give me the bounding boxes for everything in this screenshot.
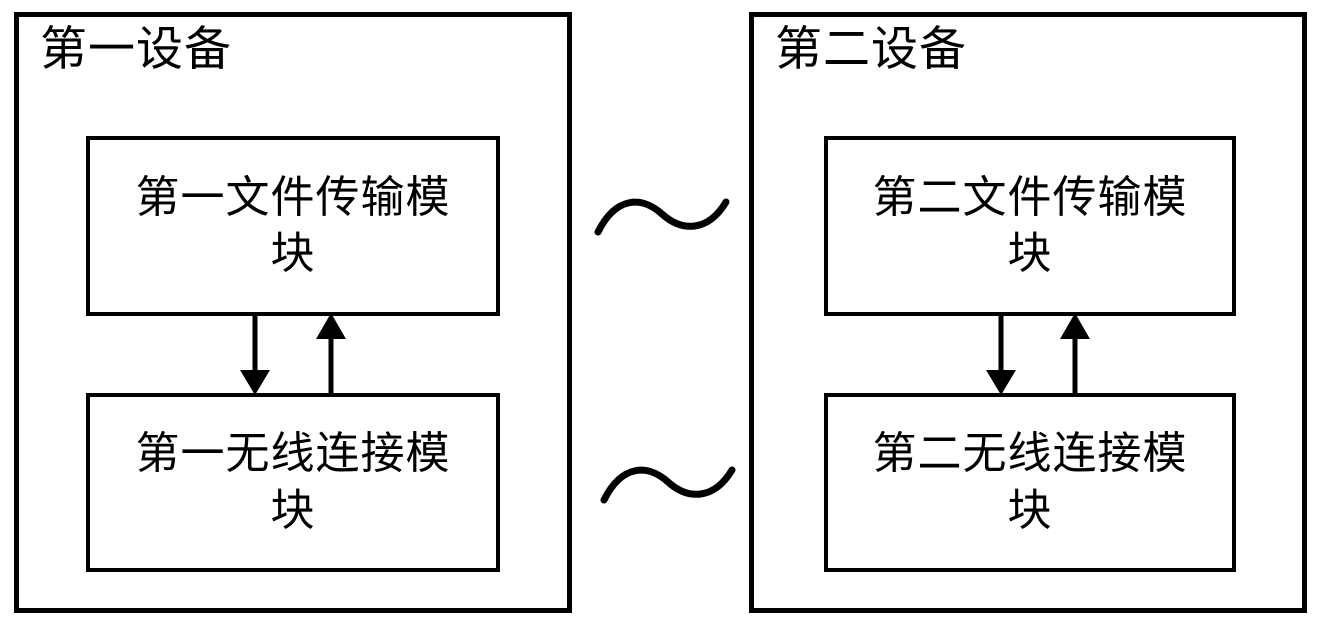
module-box-first-wireless-connection: 第一无线连接模块 (86, 393, 500, 572)
connector-first-uplink (316, 313, 346, 395)
module-label-second-wireless-connection: 第二无线连接模块 (872, 428, 1188, 536)
module-box-second-file-transfer: 第二文件传输模块 (824, 136, 1236, 316)
wireless-wave-icon-upper (594, 198, 730, 236)
connector-second-downlink (986, 312, 1016, 395)
module-label-second-file-transfer: 第二文件传输模块 (872, 171, 1188, 279)
module-box-first-file-transfer: 第一文件传输模块 (86, 136, 500, 316)
connector-second-uplink (1060, 313, 1090, 395)
module-label-first-file-transfer: 第一文件传输模块 (135, 171, 451, 279)
connector-first-downlink (240, 312, 270, 395)
module-box-second-wireless-connection: 第二无线连接模块 (824, 393, 1236, 572)
module-label-first-wireless-connection: 第一无线连接模块 (135, 428, 451, 536)
device-title-first: 第一设备 (40, 22, 232, 77)
device-title-second: 第二设备 (775, 22, 967, 77)
wireless-wave-icon-lower (600, 466, 736, 504)
